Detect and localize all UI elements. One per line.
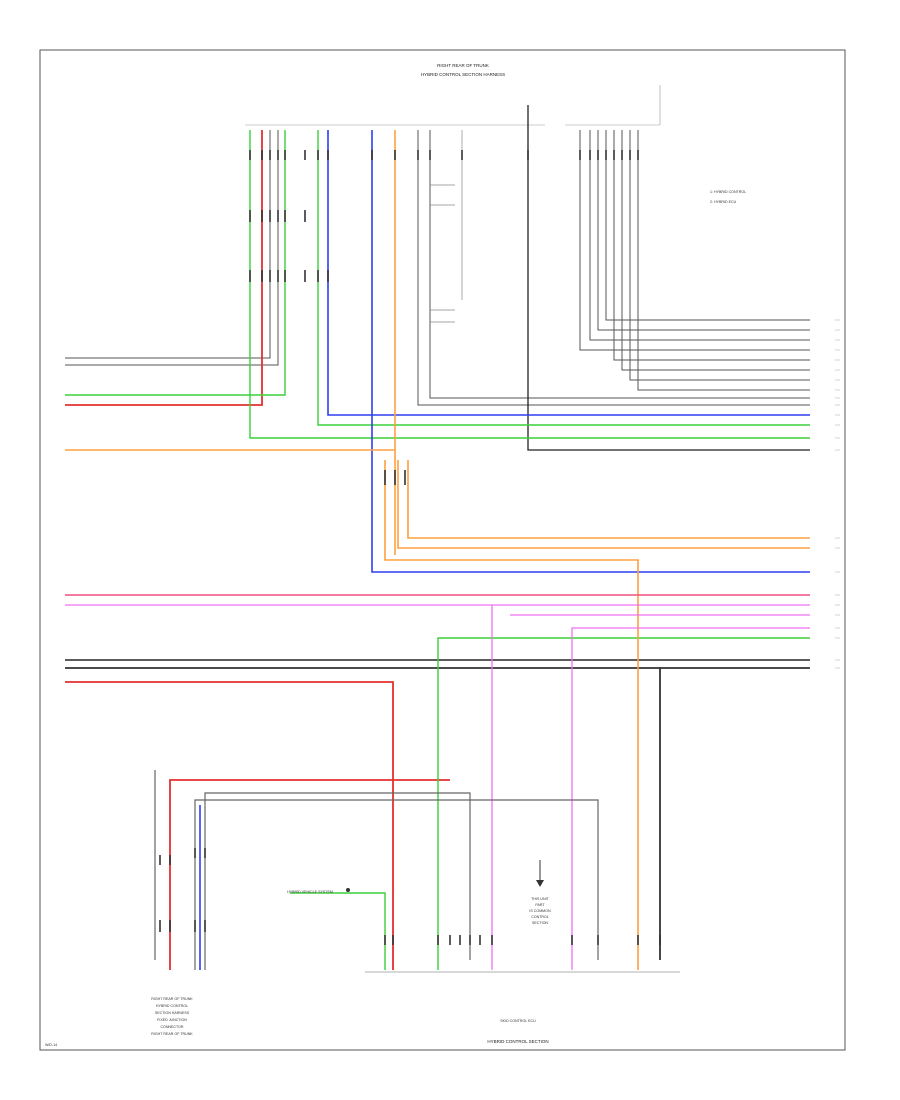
top-connector bbox=[245, 85, 661, 126]
connector-pins bbox=[159, 150, 661, 945]
wire-blue bbox=[199, 130, 810, 970]
left-box-label-3: SECTION HARNESS bbox=[155, 1011, 190, 1015]
junction-dot bbox=[346, 888, 350, 892]
wire-green bbox=[65, 130, 810, 970]
wire-red bbox=[65, 130, 450, 970]
wire-orange bbox=[65, 130, 810, 970]
right-unit-label-line3: IS COMMON bbox=[529, 909, 551, 913]
wire-magenta bbox=[65, 604, 810, 970]
left-box-label-2: HYBRID CONTROL bbox=[156, 1004, 188, 1008]
right-edge-terminals bbox=[835, 319, 840, 669]
wire-black-grey-group bbox=[65, 105, 810, 960]
diagram-title: RIGHT REAR OF TRUNK bbox=[437, 63, 489, 68]
bottom-unit-label: SKID CONTROL ECU bbox=[500, 1019, 536, 1023]
right-unit-label-line5: SECTION bbox=[532, 921, 548, 925]
diagram-frame bbox=[39, 49, 846, 1051]
legend-item-1: 1: HYBRID CONTROL bbox=[710, 190, 746, 194]
right-unit-label-line2: PART bbox=[535, 903, 545, 907]
left-box-label-5: CONNECTOR bbox=[160, 1025, 183, 1029]
right-unit-label-line1: THIS UNIT bbox=[531, 897, 549, 901]
right-unit-symbol bbox=[536, 860, 544, 887]
diagram-subtitle: HYBRID CONTROL SECTION HARNESS bbox=[421, 72, 505, 77]
bottom-caption: HYBRID CONTROL SECTION bbox=[487, 1039, 548, 1044]
page-reference: W/D-14 bbox=[45, 1043, 57, 1047]
right-unit-label-line4: CONTROL bbox=[531, 915, 549, 919]
left-box-label-1: RIGHT REAR OF TRUNK bbox=[151, 997, 193, 1001]
bottom-harness bbox=[154, 770, 599, 970]
left-box-label-4: FIXED JUNCTION bbox=[157, 1018, 187, 1022]
hybrid-vehicle-label: HYBRID VEHICLE SYSTEM bbox=[287, 890, 333, 894]
left-box-label-6: RIGHT REAR OF TRUNK bbox=[151, 1032, 193, 1036]
legend-item-2: 2: HYBRID ECU bbox=[710, 200, 737, 204]
internal-wiring bbox=[430, 130, 463, 323]
